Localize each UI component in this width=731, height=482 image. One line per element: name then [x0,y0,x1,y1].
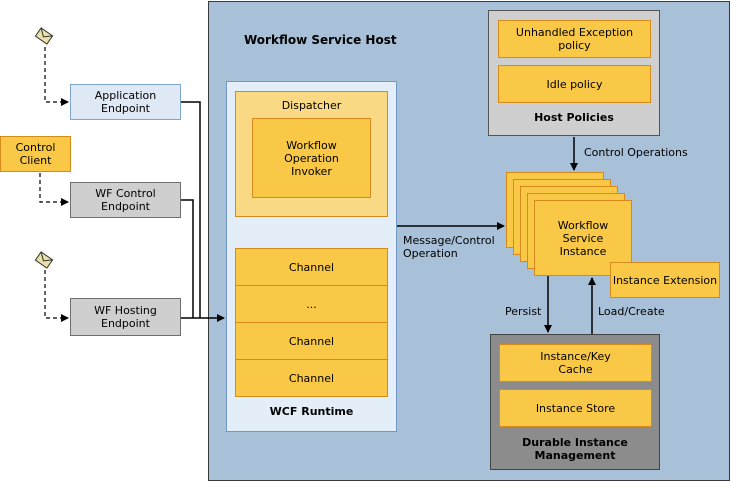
host-policies-title: Host Policies [534,111,614,124]
workflow-service-instance: Workflow Service Instance [534,200,632,276]
channel-box: Channel [235,359,388,397]
control-client: Control Client [0,136,71,172]
wcf-runtime-title: WCF Runtime [269,405,354,418]
wf-control-endpoint: WF Control Endpoint [70,182,181,218]
channel-ellipsis-box: ... [235,285,388,323]
instance-store: Instance Store [499,389,652,427]
instance-key-cache: Instance/Key Cache [499,344,652,382]
envelope-icon [34,26,54,46]
dispatcher-label: Dispatcher [281,99,342,112]
message-control-operation-label: Message/Control Operation [403,234,495,260]
envelope-icon [34,250,54,270]
durable-instance-management-title: Durable Instance Management [522,436,628,462]
workflow-operation-invoker: Workflow Operation Invoker [252,118,371,198]
endpoint-connector [181,199,194,318]
channel-box: Channel [235,322,388,360]
endpoint-connector [181,101,201,318]
dashed-arrow [44,270,69,322]
idle-policy: Idle policy [498,65,651,103]
dashed-arrow [39,173,69,206]
instance-extension: Instance Extension [610,262,720,298]
control-operations-label: Control Operations [584,146,688,159]
load-create-label: Load/Create [598,305,665,318]
unhandled-exception-policy: Unhandled Exception policy [498,20,651,58]
wf-hosting-endpoint: WF Hosting Endpoint [70,298,181,336]
application-endpoint: Application Endpoint [70,84,181,120]
host-title: Workflow Service Host [244,33,397,47]
persist-label: Persist [505,305,542,318]
dashed-arrow [44,47,69,106]
